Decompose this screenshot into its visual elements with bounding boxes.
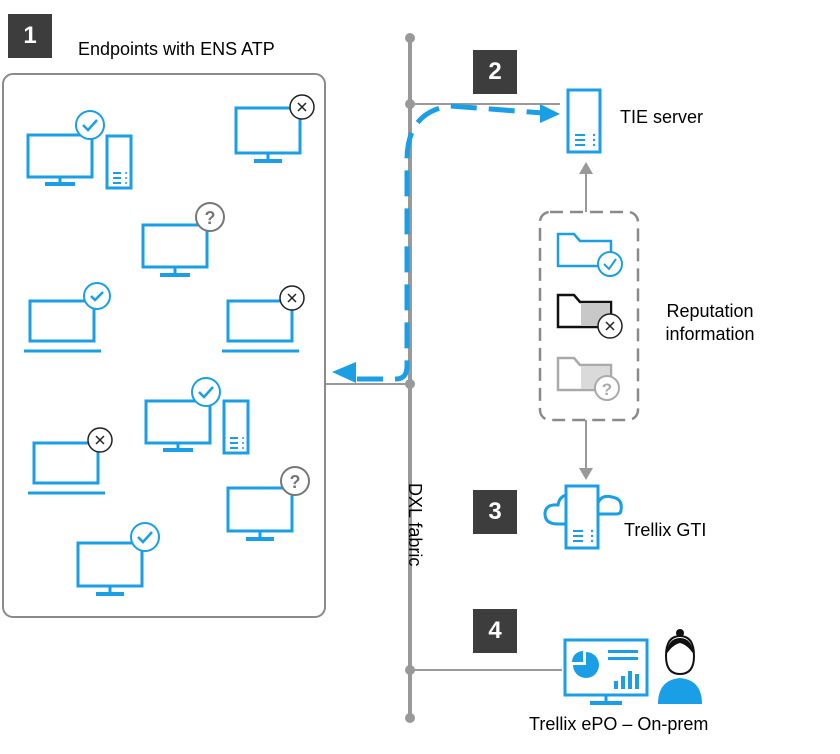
question-badge-icon: ? — [280, 466, 310, 496]
reputation-label-line2: information — [665, 324, 755, 344]
step-badge-1: 1 — [8, 14, 52, 58]
question-badge-icon: ? — [195, 202, 225, 232]
user-avatar-icon — [658, 629, 702, 704]
endpoint-desktop-tower-6 — [144, 399, 250, 455]
x-badge-icon — [279, 285, 305, 311]
endpoint-monitor-3 — [141, 223, 209, 277]
endpoints-title: Endpoints with ENS ATP — [78, 39, 275, 59]
svg-text:?: ? — [602, 380, 612, 399]
step-badge-4: 4 — [473, 609, 517, 653]
endpoints-box — [2, 73, 326, 618]
tie-server-label: TIE server — [620, 107, 704, 127]
flow-arrow-tie — [540, 104, 560, 123]
flow-arrow-endpoints — [332, 362, 356, 383]
folder-unknown-icon: ? — [556, 356, 620, 401]
gti-cloud-server-icon — [543, 484, 623, 550]
check-badge-icon — [191, 377, 221, 407]
fabric-node-bottom — [405, 713, 415, 723]
endpoint-laptop-5 — [222, 299, 299, 353]
x-badge-icon — [289, 94, 315, 120]
endpoint-desktop-tower-1 — [26, 133, 133, 190]
x-badge-icon — [87, 427, 113, 453]
check-badge-icon — [83, 282, 111, 310]
reputation-label-line1: Reputation — [666, 301, 754, 321]
endpoint-monitor-8 — [226, 486, 294, 541]
svg-text:?: ? — [205, 208, 216, 228]
reputation-box — [538, 210, 640, 422]
step-badge-2: 2 — [473, 50, 517, 94]
epo-dashboard-icon — [563, 638, 649, 705]
endpoint-laptop-7 — [28, 441, 105, 495]
step-badge-3: 3 — [473, 490, 517, 534]
folder-trusted-icon — [556, 232, 623, 277]
dxl-fabric-label: DXL fabric — [405, 483, 425, 567]
endpoint-laptop-4 — [24, 299, 101, 353]
svg-text:?: ? — [290, 472, 301, 492]
arrow-to-tie — [579, 162, 593, 174]
endpoint-monitor-9 — [76, 541, 144, 596]
fabric-node-top — [405, 33, 415, 43]
folder-malicious-icon — [556, 293, 623, 339]
gti-label: Trellix GTI — [624, 520, 707, 540]
check-badge-icon — [75, 110, 105, 140]
endpoint-monitor-2 — [234, 106, 302, 163]
arrow-to-gti — [579, 468, 593, 480]
check-badge-icon — [130, 522, 160, 552]
tie-server-icon — [566, 88, 602, 154]
reputation-flow-path — [357, 103, 544, 382]
epo-label: Trellix ePO – On-prem — [529, 714, 709, 734]
